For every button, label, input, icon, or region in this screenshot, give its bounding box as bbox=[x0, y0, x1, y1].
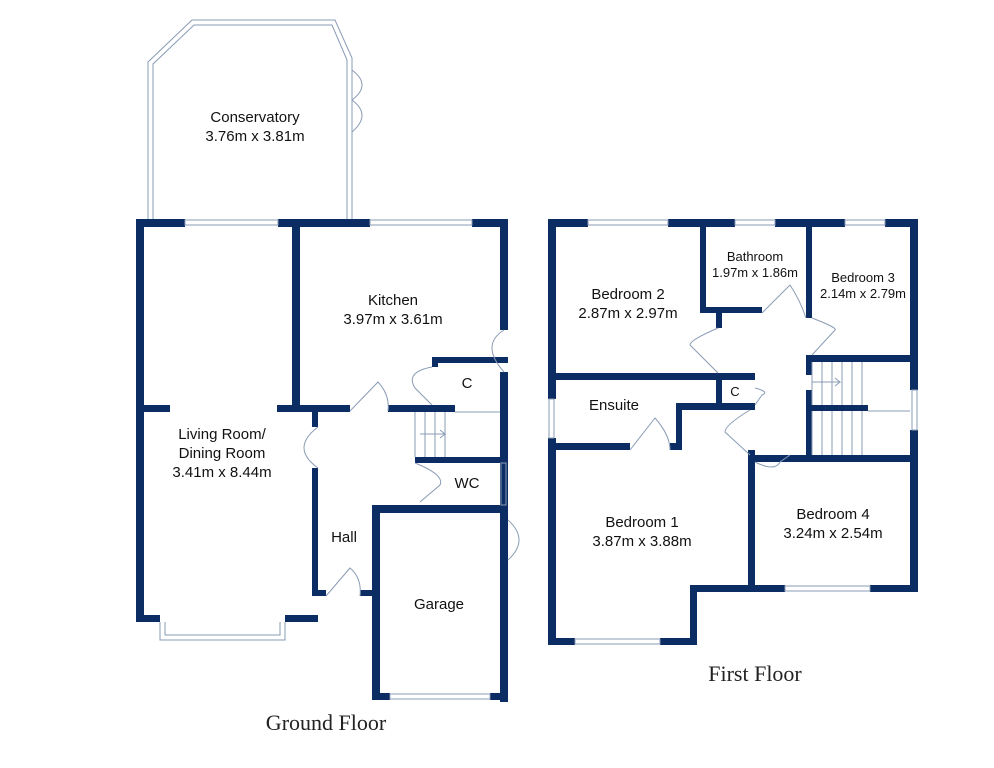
ground-floor-title: Ground Floor bbox=[265, 710, 387, 735]
first-floor-walls bbox=[548, 219, 918, 645]
ground-floor-walls bbox=[136, 219, 508, 702]
room-label-wc: WC bbox=[454, 475, 480, 492]
first-floor-title: First Floor bbox=[708, 661, 802, 686]
room-label-garage: Garage bbox=[413, 596, 465, 613]
first-floor-windows bbox=[548, 219, 918, 645]
room-label-cupboard: C bbox=[461, 375, 473, 392]
room-label-ensuite: Ensuite bbox=[588, 397, 640, 414]
ground-floor-windows bbox=[159, 219, 520, 700]
room-label-cupboard-ff: C bbox=[730, 384, 740, 399]
room-label-hall: Hall bbox=[331, 529, 357, 546]
conservatory-glazing bbox=[147, 19, 363, 219]
